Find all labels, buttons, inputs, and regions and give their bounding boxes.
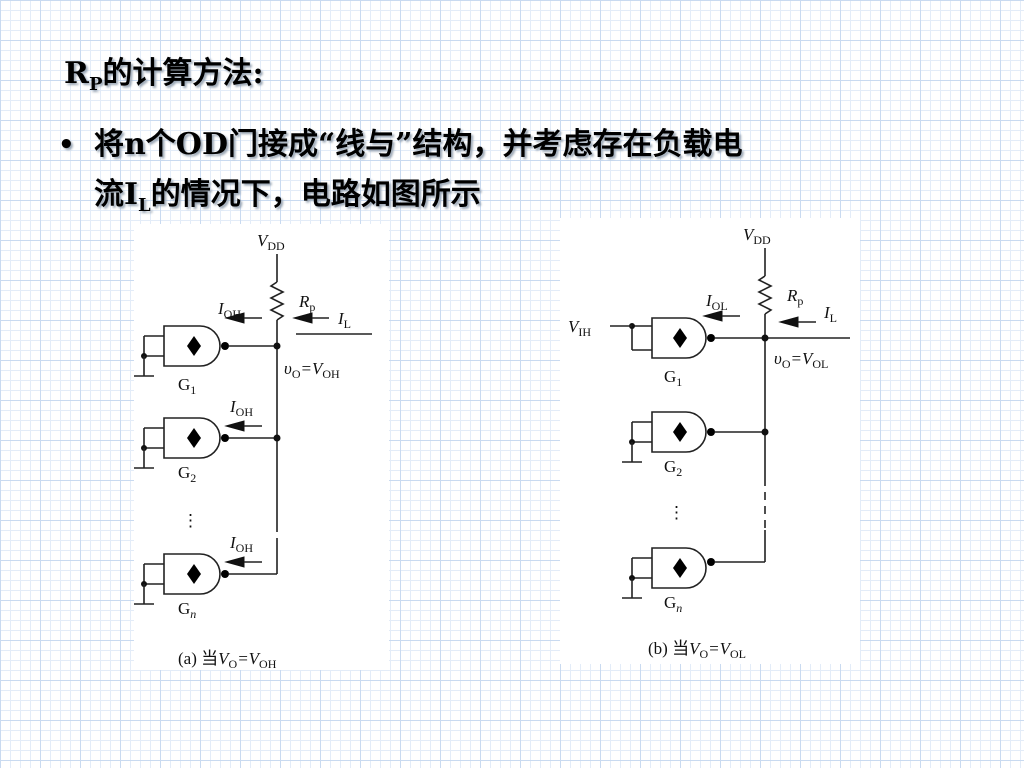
vo-label: υO=VOH	[284, 359, 340, 381]
circuit-diagram-b: VDD Rp IL υO=VOL VIH IOL G1	[560, 218, 860, 664]
il-label-b: IL	[823, 303, 837, 325]
bullet-line-2: 流IL的情况下，电路如图所示	[94, 177, 481, 216]
rp-label-b: Rp	[786, 286, 803, 308]
gate-g1-b	[610, 310, 769, 359]
ellipsis-b: ⋮	[668, 503, 685, 522]
gate-g2	[134, 417, 281, 469]
ioh-label-1: IOH	[217, 299, 241, 321]
vdd-label-b: VDD	[743, 225, 771, 247]
ellipsis-a: ⋮	[182, 511, 199, 530]
gate-g1	[134, 312, 281, 377]
circuit-diagram-a: VDD Rp IL υO=VOH	[134, 224, 389, 671]
ioh-label-2: IOH	[229, 397, 253, 419]
iol-label: IOL	[705, 291, 728, 313]
bullet-text: 将n个OD门接成“线与”结构，并考虑存在负载电 流IL的情况下，电路如图所示	[94, 120, 988, 231]
resistor-rp-b	[757, 275, 773, 315]
g1-label: G1	[178, 375, 196, 397]
il-arrow	[292, 312, 313, 324]
gate-gn	[134, 553, 277, 605]
gate-gn-b	[622, 547, 765, 599]
g2-label: G2	[178, 463, 196, 485]
bullet-line-1: 将n个OD门接成“线与”结构，并考虑存在负载电	[94, 127, 743, 162]
vdd-label: VDD	[257, 231, 285, 253]
vih-label: VIH	[568, 317, 591, 339]
ioh-label-n: IOH	[229, 533, 253, 555]
caption-a: (a) 当VO=VOH	[178, 649, 277, 670]
g1-label-b: G1	[664, 367, 682, 389]
resistor-rp	[269, 281, 285, 321]
gate-g2-b	[622, 411, 769, 463]
rp-label: Rp	[298, 292, 315, 314]
bullet-dot: •	[58, 130, 75, 160]
g2-label-b: G2	[664, 457, 682, 479]
il-arrow-b	[778, 316, 799, 328]
gn-label: Gn	[178, 599, 196, 621]
gn-label-b: Gn	[664, 593, 682, 615]
il-label: IL	[337, 309, 351, 331]
vo-label-b: υO=VOL	[774, 349, 828, 371]
bullet-item: • 将n个OD门接成“线与”结构，并考虑存在负载电 流IL的情况下，电路如图所示	[58, 120, 988, 231]
caption-b: (b) 当VO=VOL	[648, 639, 746, 661]
slide-title: RP的计算方法:	[64, 56, 264, 95]
